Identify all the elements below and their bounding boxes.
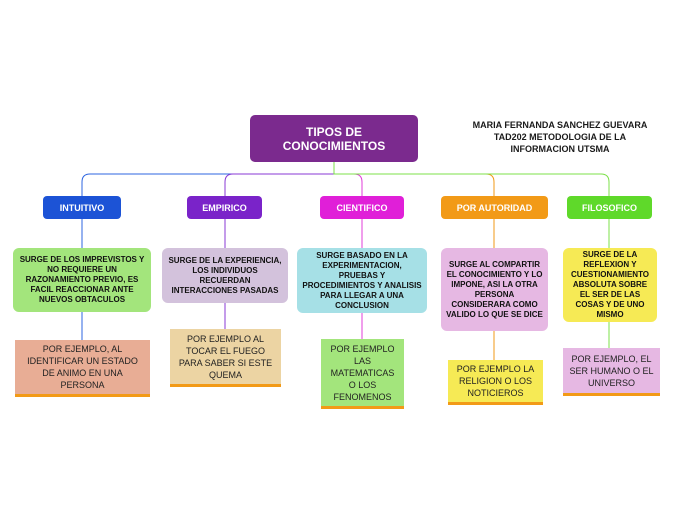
connector-root-autoridad [333, 162, 495, 196]
example-intuitivo[interactable]: POR EJEMPLO, AL IDENTIFICAR UN ESTADO DE… [15, 340, 150, 397]
category-empirico[interactable]: EMPIRICO [187, 196, 262, 219]
category-por-autoridad[interactable]: POR AUTORIDAD [441, 196, 548, 219]
connector-root-cientifico [333, 162, 363, 196]
author-info: MARIA FERNANDA SANCHEZ GUEVARA TAD202 ME… [472, 120, 648, 154]
example-cientifico[interactable]: POR EJEMPLO LAS MATEMATICAS O LOS FENOME… [321, 339, 404, 409]
category-cientifico[interactable]: CIENTIFICO [320, 196, 404, 219]
description-por-autoridad[interactable]: SURGE AL COMPARTIR EL CONOCIMIENTO Y LO … [441, 248, 548, 331]
example-por-autoridad[interactable]: POR EJEMPLO LA RELIGION O LOS NOTICIEROS [448, 360, 543, 405]
category-intuitivo[interactable]: INTUITIVO [43, 196, 121, 219]
connector-root-intuitivo [81, 162, 335, 196]
root-node[interactable]: TIPOS DE CONOCIMIENTOS [250, 115, 418, 162]
description-filosofico[interactable]: SURGE DE LA REFLEXION Y CUESTIONAMIENTO … [563, 248, 657, 322]
category-filosofico[interactable]: FILOSOFICO [567, 196, 652, 219]
connector-root-empirico [224, 162, 335, 196]
description-empirico[interactable]: SURGE DE LA EXPERIENCIA, LOS INDIVIDUOS … [162, 248, 288, 303]
example-filosofico[interactable]: POR EJEMPLO, EL SER HUMANO O EL UNIVERSO [563, 348, 660, 396]
connector-root-filosofico [333, 162, 610, 196]
description-intuitivo[interactable]: SURGE DE LOS IMPREVISTOS Y NO REQUIERE U… [13, 248, 151, 312]
example-empirico[interactable]: POR EJEMPLO AL TOCAR EL FUEGO PARA SABER… [170, 329, 281, 387]
description-cientifico[interactable]: SURGE BASADO EN LA EXPERIMENTACION, PRUE… [297, 248, 427, 313]
